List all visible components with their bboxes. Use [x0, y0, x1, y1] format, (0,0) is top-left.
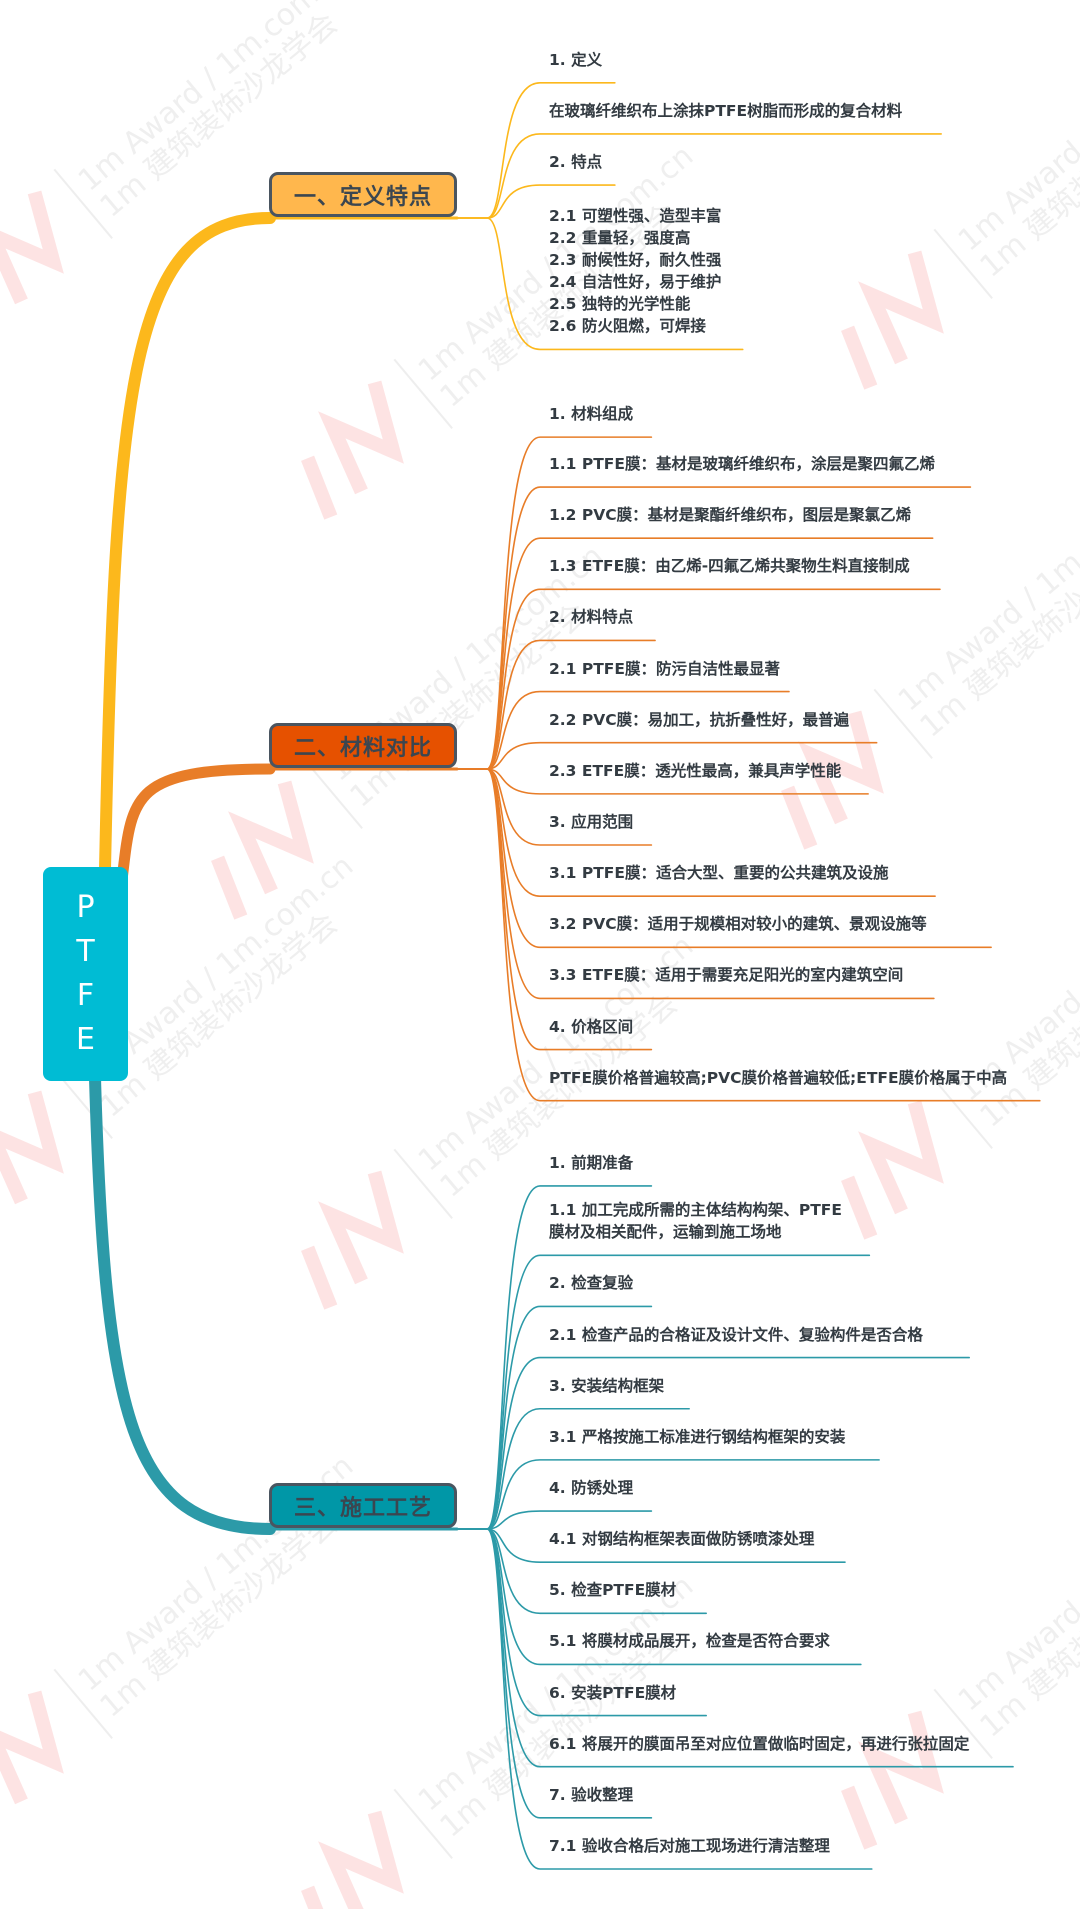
leaf-node[interactable]: 3. 安装结构框架 [549, 1376, 665, 1395]
leaf-line: 2.4 自洁性好，易于维护 [549, 273, 722, 292]
topic-construction-process[interactable]: 三、施工工艺 [269, 1483, 457, 1528]
root-letter: F [76, 978, 95, 1013]
watermark-logo-icon [0, 1690, 64, 1830]
leaf-node[interactable]: 3.1 严格按施工标准进行钢结构框架的安装 [549, 1427, 846, 1446]
leaf-node[interactable]: 2.1 检查产品的合格证及设计文件、复验构件是否合格 [549, 1325, 923, 1344]
leaf-node[interactable]: 5.1 将膜材成品展开，检查是否符合要求 [549, 1632, 830, 1651]
leaf-node[interactable]: 4. 价格区间 [549, 1017, 634, 1036]
branch-connector [116, 763, 276, 886]
watermark-logo-icon [841, 1100, 944, 1240]
leaf-node[interactable]: 1. 前期准备 [549, 1153, 634, 1172]
leaf-connector [456, 1528, 873, 1870]
watermark-logo-icon [841, 250, 944, 390]
leaf-line: 2.1 可塑性强、造型丰富 [549, 207, 722, 226]
leaf-node[interactable]: 4.1 对钢结构框架表面做防锈喷漆处理 [549, 1530, 815, 1549]
leaf-node[interactable]: PTFE膜价格普遍较高;PVC膜价格普遍较低;ETFE膜价格属于中高 [549, 1068, 1008, 1087]
leaf-node[interactable]: 1.1 PTFE膜：基材是玻璃纤维织布，涂层是聚四氟乙烯 [549, 455, 935, 474]
leaf-line: 2.5 独特的光学性能 [549, 295, 691, 314]
leaf-connector [456, 1510, 653, 1530]
watermark-logo-icon [0, 190, 64, 330]
root-letter: E [76, 1022, 95, 1057]
topic-material-comparison[interactable]: 二、材料对比 [269, 723, 457, 768]
leaf-line: 1.1 加工完成所需的主体结构构架、PTFE [549, 1201, 842, 1220]
branch-connector [89, 1072, 276, 1535]
leaf-connector [456, 81, 616, 219]
leaf-node[interactable]: 在玻璃纤维织布上涂抹PTFE树脂而形成的复合材料 [549, 101, 903, 120]
leaf-node[interactable]: 1.2 PVC膜：基材是聚酯纤维织布，图层是聚氯乙烯 [549, 506, 912, 525]
watermark-logo-icon [211, 780, 314, 920]
watermark-logo-icon [0, 1090, 64, 1230]
root-letter: P [76, 890, 95, 925]
leaf-node[interactable]: 2.1 PTFE膜：防污自洁性最显著 [549, 659, 780, 678]
leaf-node[interactable]: 1. 材料组成 [549, 405, 634, 424]
leaf-node[interactable]: 2.2 PVC膜：易加工，抗折叠性好，最普遍 [549, 710, 850, 729]
leaf-node[interactable]: 1.3 ETFE膜：由乙烯-四氟乙烯共聚物生料直接制成 [549, 557, 910, 576]
leaf-node[interactable]: 7.1 验收合格后对施工现场进行清洁整理 [549, 1836, 830, 1855]
leaf-line: 膜材及相关配件，运输到施工场地 [549, 1223, 782, 1242]
leaf-node[interactable]: 3.2 PVC膜：适用于规模相对较小的建筑、景观设施等 [549, 915, 927, 934]
root-node[interactable]: P T F E [43, 867, 128, 1081]
watermark-logo-icon [841, 1710, 944, 1850]
leaf-node[interactable]: 2. 特点 [549, 153, 603, 172]
leaf-node[interactable]: 3.1 PTFE膜：适合大型、重要的公共建筑及设施 [549, 864, 889, 883]
leaf-node[interactable]: 5. 检查PTFE膜材 [549, 1581, 677, 1600]
leaf-node[interactable]: 4. 防锈处理 [549, 1479, 634, 1498]
leaf-node[interactable]: 3. 应用范围 [549, 813, 634, 831]
leaf-node[interactable]: 6. 安装PTFE膜材 [549, 1683, 677, 1702]
leaf-line: 2.2 重量轻，强度高 [549, 229, 691, 248]
root-letter: T [76, 934, 95, 969]
leaf-node[interactable]: 3.3 ETFE膜：适用于需要充足阳光的室内建筑空间 [549, 966, 904, 985]
leaf-node[interactable]: 2. 材料特点 [549, 608, 634, 627]
leaf-node[interactable]: 2.3 ETFE膜：透光性最高，兼具声学性能 [549, 761, 842, 780]
leaf-node[interactable]: 6.1 将展开的膜面吊至对应位置做临时固定，再进行张拉固定 [549, 1734, 970, 1753]
watermark-logo-icon [781, 710, 884, 850]
leaf-node[interactable]: 1. 定义 [549, 50, 603, 69]
watermark-logo-icon [301, 1810, 404, 1909]
leaf-connector [456, 1459, 880, 1530]
leaf-line: 2.6 防火阻燃，可焊接 [549, 317, 706, 336]
leaf-connector [456, 217, 744, 351]
leaf-node[interactable]: 7. 验收整理 [549, 1785, 634, 1804]
leaf-connector [456, 1528, 653, 1819]
leaf-line: 2.3 耐候性好，耐久性强 [549, 251, 722, 270]
leaf-connector [456, 588, 941, 770]
leaf-node[interactable]: 2.1 可塑性强、造型丰富 2.2 重量轻，强度高 2.3 耐候性好，耐久性强 2.4… [549, 205, 721, 337]
branch-connector [99, 212, 276, 876]
leaf-node[interactable]: 1.1 加工完成所需的主体结构构架、PTFE 膜材及相关配件，运输到施工场地 [549, 1199, 842, 1243]
topic-definition-features[interactable]: 一、定义特点 [269, 172, 457, 217]
leaf-connector [456, 1356, 970, 1530]
watermark-logo-icon [301, 380, 404, 520]
leaf-connector [456, 768, 1041, 1102]
leaf-node[interactable]: 2. 检查复验 [549, 1274, 634, 1293]
watermark-logo-icon [301, 1170, 404, 1310]
